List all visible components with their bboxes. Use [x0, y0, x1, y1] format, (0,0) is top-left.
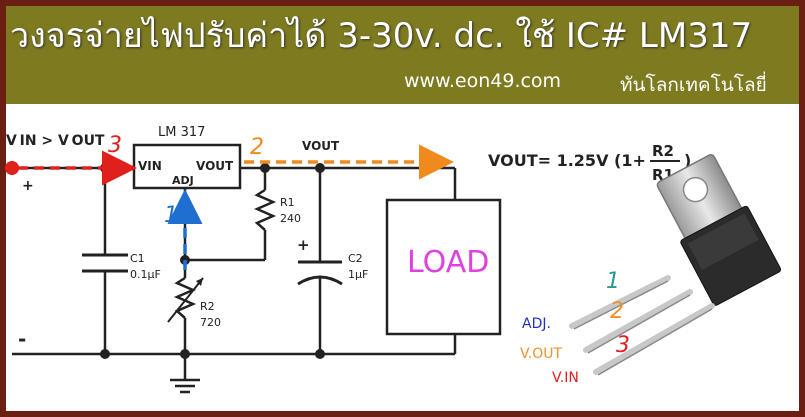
load-box — [385, 198, 502, 336]
site-url: www.eon49.com — [404, 70, 562, 92]
r2-name-label: R2 — [200, 300, 215, 313]
ic-name-label: LM 317 — [158, 125, 205, 140]
formula-lhs: VOUT= 1.25V (1+ — [488, 151, 646, 170]
page-title: วงจรจ่ายไฟปรับค่าได้ 3-30v. dc. ใช้ IC# … — [10, 16, 753, 56]
pin1-number: 1 — [606, 269, 620, 294]
input-label: V IN > V OUT — [6, 133, 105, 149]
flow-marker-2: 2 — [250, 135, 264, 160]
to220-package-illustration — [569, 154, 782, 376]
r2-variable-resistor — [173, 276, 197, 319]
c1-value-label: 0.1µF — [130, 268, 161, 281]
site-slogan: ทันโลกเทคโนโลยี่ — [620, 74, 767, 96]
r1-value-label: 240 — [280, 212, 301, 225]
flow-marker-1: 1 — [164, 203, 178, 228]
pin3-label-vin: V.IN — [552, 370, 579, 386]
c1-name-label: C1 — [130, 252, 145, 265]
pin1-label-adj: ADJ. — [522, 316, 551, 332]
c2-polarity-label: + — [297, 236, 310, 254]
title-banner — [6, 6, 799, 104]
pin2-number: 2 — [610, 299, 624, 324]
input-terminal-dot — [5, 161, 19, 175]
load-label: LOAD — [407, 245, 489, 280]
c2-name-label: C2 — [348, 252, 363, 265]
r1-resistor — [253, 188, 277, 231]
pin2-label-vout: V.OUT — [520, 346, 562, 362]
formula-close: ) — [684, 151, 691, 170]
ic-pin-adj-label: ADJ — [172, 174, 194, 187]
vout-node-label: VOUT — [302, 139, 340, 153]
lm317-ic-body — [132, 143, 242, 190]
ic-pin-vout-label: VOUT — [196, 159, 234, 173]
minus-terminal-label: - — [18, 327, 26, 351]
ic-pin-vin-label: VIN — [138, 159, 162, 173]
plus-terminal-label: + — [22, 178, 34, 194]
r1-name-label: R1 — [280, 196, 295, 209]
r2-adjust-arrow-icon — [167, 277, 204, 323]
ground-icon — [170, 378, 200, 394]
r2-value-label: 720 — [200, 316, 221, 329]
formula-numerator: R2 — [652, 142, 674, 160]
c2-value-label: 1µF — [348, 268, 368, 281]
c1-capacitor — [82, 253, 128, 273]
c2-capacitor — [297, 260, 343, 286]
pin3-number: 3 — [616, 333, 630, 358]
flow-marker-3: 3 — [108, 133, 122, 158]
